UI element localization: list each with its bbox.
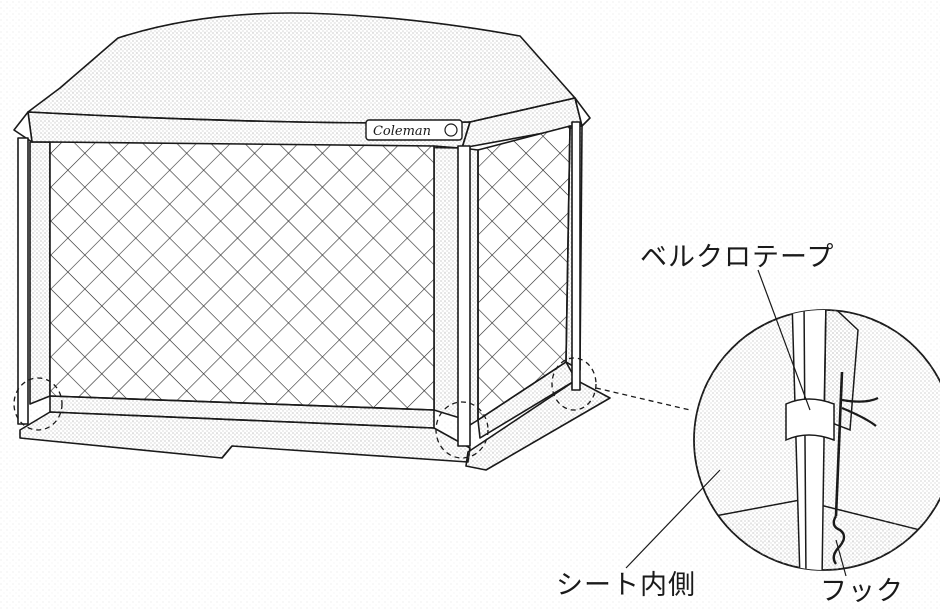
detail-pole [791, 310, 827, 570]
detail-markers [13, 357, 691, 459]
front-mesh [49, 141, 435, 411]
detail-flap [823, 310, 859, 432]
detail-marker-center [435, 401, 489, 459]
leader-hook [835, 539, 847, 577]
detail-marker-right [551, 357, 597, 411]
coleman-logo: Coleman [365, 119, 463, 141]
leader-sheet-inside [625, 469, 721, 569]
roof-corner-right [574, 97, 591, 127]
leader-velcro [757, 269, 811, 411]
hook-shape [832, 515, 846, 565]
floor-fold [221, 445, 233, 459]
velcro-band [785, 398, 835, 442]
pole-back-right [571, 121, 581, 391]
detail-leader [595, 387, 691, 411]
cord [834, 371, 844, 517]
tent: Coleman [13, 12, 611, 471]
front-panel-right [433, 145, 461, 419]
floor-sheet-side [465, 379, 611, 471]
label-sheet-inside: シート内側 [556, 570, 696, 601]
front-panel-left [29, 141, 51, 405]
roof-corner-left [13, 111, 33, 143]
detail-marker-left [13, 377, 63, 431]
label-hook: フック [820, 576, 904, 607]
label-velcro-tape: ベルクロテープ [640, 242, 835, 273]
pole-front-right [457, 145, 471, 447]
label-leaders [625, 269, 847, 577]
coleman-logo-text: Coleman [373, 124, 431, 139]
pole-front-left [17, 137, 29, 425]
